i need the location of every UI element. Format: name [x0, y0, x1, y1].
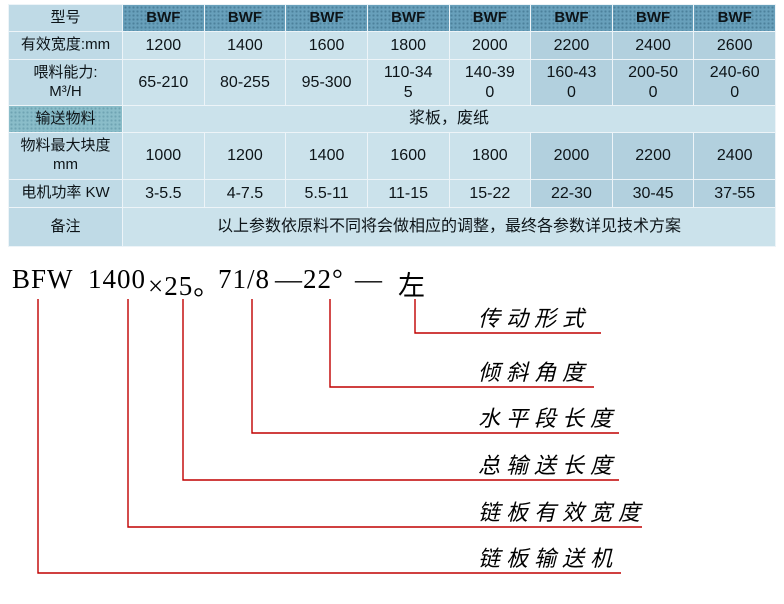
table-row-width: 有效宽度:mm 1200 1400 1600 1800 2000 2200 24…: [8, 31, 776, 60]
row-label-remarks: 备注: [8, 207, 123, 247]
diagram-label-transmission-type: 传动形式: [478, 307, 591, 332]
row-label-motor-power: 电机功率 KW: [8, 179, 123, 208]
model-code-part-series: BFW: [12, 264, 74, 294]
spec-value-cell: 160-43 0: [530, 59, 613, 106]
spec-value-cell: 80-255: [203, 59, 287, 106]
spec-value-cell: 2000: [448, 31, 532, 60]
spec-value-cell: 200-50 0: [611, 59, 695, 106]
model-code-part-drive-side: 左: [398, 271, 426, 301]
row-label-max-lump: 物料最大块度 mm: [8, 132, 123, 180]
table-row-model: 型号 BWF BWF BWF BWF BWF BWF BWF BWF: [8, 4, 776, 32]
row-label-model: 型号: [8, 4, 123, 32]
merged-value-cell: 浆板，废纸: [122, 105, 776, 133]
col-header-cell: BWF: [203, 4, 287, 32]
spec-table: 型号 BWF BWF BWF BWF BWF BWF BWF BWF 有效宽度:…: [8, 4, 776, 247]
table-row-feed-capacity: 喂料能力: M³/H 65-210 80-255 95-300 110-34 5…: [8, 59, 776, 106]
spec-value-cell: 140-39 0: [448, 59, 532, 106]
spec-value-cell: 1600: [366, 132, 450, 180]
spec-value-cell: 3-5.5: [122, 179, 205, 208]
spec-value-cell: 30-45: [611, 179, 695, 208]
connector-line-conveyor: [37, 299, 621, 574]
model-code-part-angle: —22°: [275, 264, 344, 294]
spec-value-cell: 1800: [448, 132, 532, 180]
spec-value-cell: 95-300: [285, 59, 368, 106]
row-label-material: 输送物料: [8, 105, 123, 133]
col-header-cell: BWF: [611, 4, 695, 32]
spec-value-cell: 2400: [693, 132, 776, 180]
spec-value-cell: 2400: [611, 31, 695, 60]
diagram-label-conveyor: 链板输送机: [478, 547, 619, 572]
merged-value-cell: 以上参数依原料不同将会做相应的调整，最终各参数详见技术方案: [122, 207, 776, 247]
spec-value-cell: 2200: [611, 132, 695, 180]
row-label-effective-width: 有效宽度:mm: [8, 31, 123, 60]
spec-value-cell: 2600: [693, 31, 776, 60]
spec-value-cell: 1800: [366, 31, 450, 60]
spec-value-cell: 1600: [285, 31, 368, 60]
spec-value-cell: 1400: [285, 132, 368, 180]
col-header-cell: BWF: [285, 4, 368, 32]
spec-value-cell: 110-34 5: [366, 59, 450, 106]
col-header-cell: BWF: [366, 4, 450, 32]
spec-value-cell: 4-7.5: [203, 179, 287, 208]
col-header-cell: BWF: [122, 4, 205, 32]
spec-value-cell: 1000: [122, 132, 205, 180]
spec-value-cell: 11-15: [366, 179, 450, 208]
spec-value-cell: 2200: [530, 31, 613, 60]
spec-value-cell: 1200: [122, 31, 205, 60]
col-header-cell: BWF: [530, 4, 613, 32]
spec-value-cell: 2000: [530, 132, 613, 180]
spec-value-cell: 65-210: [122, 59, 205, 106]
spec-value-cell: 1200: [203, 132, 287, 180]
col-header-cell: BWF: [448, 4, 532, 32]
diagram-label-total-length: 总输送长度: [478, 454, 619, 479]
spec-value-cell: 15-22: [448, 179, 532, 208]
spec-value-cell: 240-60 0: [693, 59, 776, 106]
spec-value-cell: 22-30: [530, 179, 613, 208]
diagram-label-effective-width: 链板有效宽度: [478, 501, 647, 526]
spec-value-cell: 5.5-11: [285, 179, 368, 208]
table-row-remarks: 备注 以上参数依原料不同将会做相应的调整，最终各参数详见技术方案: [8, 207, 776, 247]
diagram-label-horizontal-length: 水平段长度: [478, 407, 619, 432]
model-code-part-width: 1400: [88, 264, 146, 294]
spec-value-cell: 37-55: [693, 179, 776, 208]
model-code-part-dash: —: [355, 264, 383, 294]
spec-value-cell: 1400: [203, 31, 287, 60]
row-label-feed-capacity: 喂料能力: M³/H: [8, 59, 123, 106]
table-row-max-lump: 物料最大块度 mm 1000 1200 1400 1600 1800 2000 …: [8, 132, 776, 180]
table-row-motor-power: 电机功率 KW 3-5.5 4-7.5 5.5-11 11-15 15-22 2…: [8, 179, 776, 208]
col-header-cell: BWF: [693, 4, 776, 32]
diagram-label-incline-angle: 倾斜角度: [478, 361, 591, 386]
model-code-part-total-length: ×25。: [148, 271, 222, 301]
table-row-material: 输送物料 浆板，废纸: [8, 105, 776, 133]
model-code-part-horizontal-length: 71/8: [218, 264, 271, 294]
